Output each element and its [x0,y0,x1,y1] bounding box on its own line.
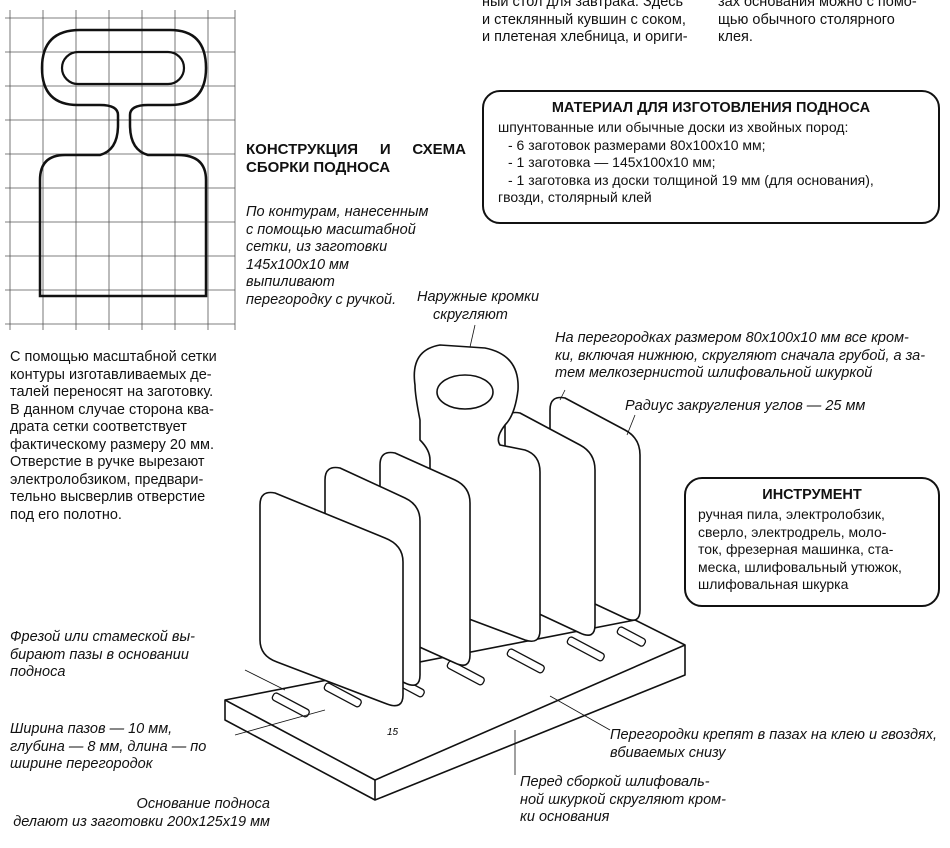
callout-line: делают из заготовки 200x125x19 мм [10,814,270,832]
text-line: С помощью масштабной сетки [10,349,228,367]
callout-width: Ширина пазов — 10 мм, глубина — 8 мм, дл… [10,721,206,774]
callout-grooves: Фрезой или стамеской вы- бирают пазы в о… [10,629,195,682]
material-list: шпунтованные или обычные доски из хвойны… [498,119,924,207]
heading-line: КОНСТРУКЦИЯ И СХЕМА [246,141,466,159]
text-line: под его полотно. [10,507,228,525]
tool-line: ручная пила, электролобзик, [698,506,926,524]
tool-line: меска, шлифовальный утюжок, [698,559,926,577]
callout-line: Основание подноса [10,796,270,814]
tool-title: ИНСТРУМЕНТ [698,487,926,504]
callout-radius: Радиус закругления углов — 25 мм [625,398,865,416]
text-line: и плетеная хлебница, и ориги- [482,29,697,47]
callout-fix: Перегородки крепят в пазах на клею и гво… [610,727,937,762]
callout-before: Перед сборкой шлифоваль- ной шкуркой скр… [520,774,726,827]
text-line: и стеклянный кувшин с соком, [482,12,697,30]
text-line: контуры изготавливаемых де- [10,367,228,385]
handle-hole [437,375,493,409]
tool-line: шлифовальная шкурка [698,576,926,594]
material-box: МАТЕРИАЛ ДЛЯ ИЗГОТОВЛЕНИЯ ПОДНОСА шпунто… [482,90,940,224]
callout-line: скругляют [417,307,539,325]
callout-line: Ширина пазов — 10 мм, [10,721,206,739]
callout-base: Основание подноса делают из заготовки 20… [10,796,270,831]
text-line: тельно высверлив отверстие [10,489,228,507]
callout-line: ной шкуркой скругляют кром- [520,792,726,810]
callout-line: бирают пазы в основании [10,647,195,665]
callout-line: Перед сборкой шлифоваль- [520,774,726,792]
material-line: - 1 заготовка из доски толщиной 19 мм (д… [498,172,924,190]
caption-line: с помощью масштабной [246,222,446,240]
text-line: щью обычного столярного [718,12,933,30]
material-line: шпунтованные или обычные доски из хвойны… [498,119,924,137]
callout-line: тем мелкозернистой шлифовальной шкуркой [555,365,925,383]
callout-line: Перегородки крепят в пазах на клею и гво… [610,727,937,745]
callout-edges: Наружные кромки скругляют [417,289,539,324]
caption-line: 145x100x10 мм [246,257,446,275]
text-line: драта сетки соответствует [10,419,228,437]
scale-grid-drawing [0,0,240,340]
text-line: зах основания можно с помо- [718,0,933,12]
tool-line: сверло, электродрель, моло- [698,524,926,542]
callout-line: Фрезой или стамеской вы- [10,629,195,647]
text-line: талей переносят на заготовку. [10,384,228,402]
material-title: МАТЕРИАЛ ДЛЯ ИЗГОТОВЛЕНИЯ ПОДНОСА [498,100,924,117]
callout-line: Наружные кромки [417,289,539,307]
caption-line: сетки, из заготовки [246,239,446,257]
text-line: клея. [718,29,933,47]
callout-partitions: На перегородках размером 80x100x10 мм вс… [555,330,925,383]
heading-line: СБОРКИ ПОДНОСА [246,159,466,177]
callout-line: ки, включая нижнюю, скругляют сначала гр… [555,348,925,366]
text-line: В данном случае сторона ква- [10,402,228,420]
top-text-col2: ный стол для завтрака. Здесь и стеклянны… [482,0,697,47]
material-line: - 6 заготовок размерами 80x100x10 мм; [498,137,924,155]
text-line: Отверстие в ручке вырезают [10,454,228,472]
text-line: фактическому размеру 20 мм. [10,437,228,455]
handle-slot-outline [62,52,184,84]
text-line: электролобзиком, предвари- [10,472,228,490]
callout-line: ширине перегородок [10,756,206,774]
caption-line: По контурам, нанесенным [246,204,446,222]
dimension-label: 15 [387,727,399,738]
callout-line: На перегородках размером 80x100x10 мм вс… [555,330,925,348]
tool-line: ток, фрезерная машинка, ста- [698,541,926,559]
construction-caption: По контурам, нанесенным с помощью масшта… [246,204,446,309]
callout-line: подноса [10,664,195,682]
construction-heading: КОНСТРУКЦИЯ И СХЕМА СБОРКИ ПОДНОСА [246,141,466,177]
material-line: - 1 заготовка — 145x100x10 мм; [498,154,924,172]
top-text-col3: зах основания можно с помо- щью обычного… [718,0,933,47]
callout-line: вбиваемых снизу [610,745,937,763]
grid-explanation-text: С помощью масштабной сетки контуры изгот… [10,349,228,524]
material-line: гвозди, столярный клей [498,189,924,207]
tool-box: ИНСТРУМЕНТ ручная пила, электролобзик, с… [684,477,940,607]
callout-line: ки основания [520,809,726,827]
caption-line: выпиливают [246,274,446,292]
text-line: ный стол для завтрака. Здесь [482,0,697,12]
callout-line: глубина — 8 мм, длина — по [10,739,206,757]
tool-list: ручная пила, электролобзик, сверло, элек… [698,506,926,594]
